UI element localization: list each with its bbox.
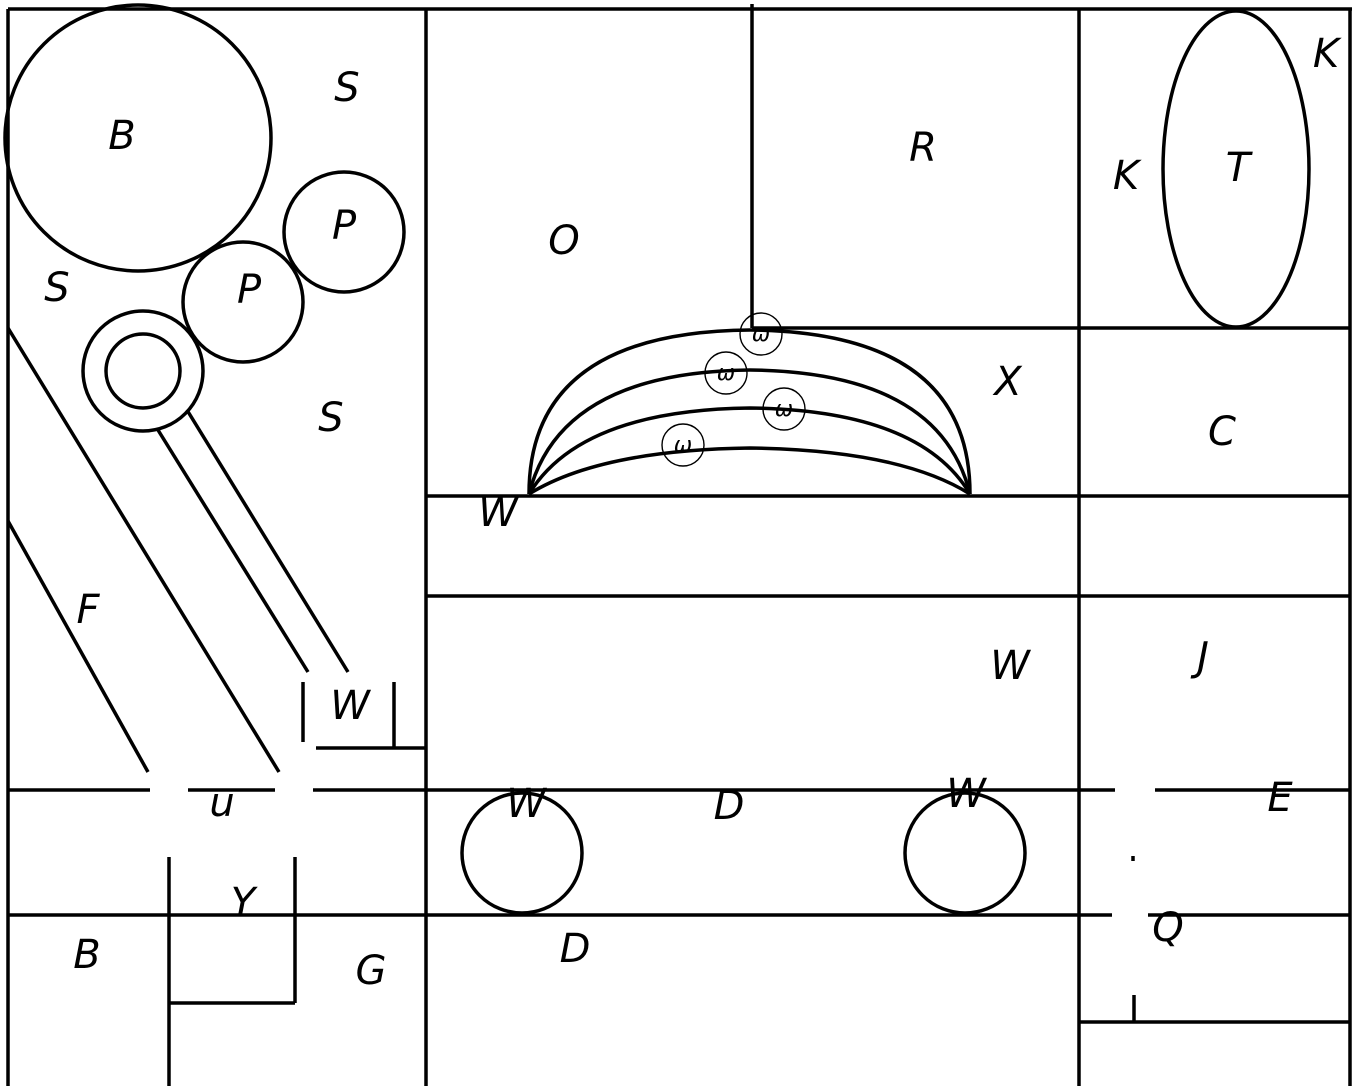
label-s-top: S: [334, 65, 359, 111]
label-b-top: B: [108, 113, 135, 159]
wheel-left: [460, 791, 584, 915]
label-k-left: K: [1113, 153, 1142, 199]
label-w-wheel-right: W: [946, 771, 987, 817]
label-w-wheel-left: W: [506, 781, 547, 827]
omega-markers: ω ω ω ω: [661, 312, 806, 467]
label-u: u: [209, 780, 234, 826]
wheel-right: [903, 791, 1027, 915]
label-r: R: [909, 125, 937, 171]
label-j: J: [1190, 634, 1209, 680]
circle-p-right: [282, 170, 406, 294]
label-d-bottom: D: [560, 926, 591, 972]
label-g: G: [356, 948, 387, 994]
label-c: C: [1208, 409, 1236, 455]
label-w-box: W: [330, 683, 371, 729]
label-e: E: [1267, 775, 1293, 821]
omega-marker: ω: [752, 322, 770, 347]
wheels: [460, 791, 1027, 915]
label-p-right: P: [332, 203, 357, 249]
label-p-left: P: [237, 267, 262, 313]
label-q: Q: [1152, 905, 1183, 951]
label-w-mid: W: [990, 643, 1031, 689]
circle-p-left: [181, 240, 305, 364]
label-w-dome: W: [478, 490, 519, 536]
label-t: T: [1226, 145, 1254, 191]
ring-inner: [104, 332, 182, 410]
label-b-bottom: B: [73, 932, 100, 978]
label-k-top: K: [1313, 31, 1342, 77]
region-labels: B S S S P P F W u Y B G O R X W W W D W …: [44, 31, 1342, 994]
label-o: O: [548, 218, 579, 264]
label-s-mid: S: [318, 395, 343, 441]
omega-marker: ω: [717, 361, 735, 386]
omega-marker: ω: [775, 397, 793, 422]
label-f: F: [76, 587, 100, 633]
outer-frame: [6, 7, 1352, 1086]
label-d-top: D: [714, 783, 745, 829]
label-y: Y: [231, 880, 259, 926]
left-column-shapes: [3, 3, 426, 1086]
label-s-left: S: [44, 265, 69, 311]
omega-marker: ω: [674, 433, 692, 458]
partition-lines: [8, 4, 1350, 1086]
ring-outer: [81, 309, 205, 433]
large-circle-b: [3, 3, 273, 273]
dome-shape: [527, 328, 972, 496]
label-x: X: [992, 359, 1023, 405]
ellipse-t: [1161, 9, 1311, 329]
